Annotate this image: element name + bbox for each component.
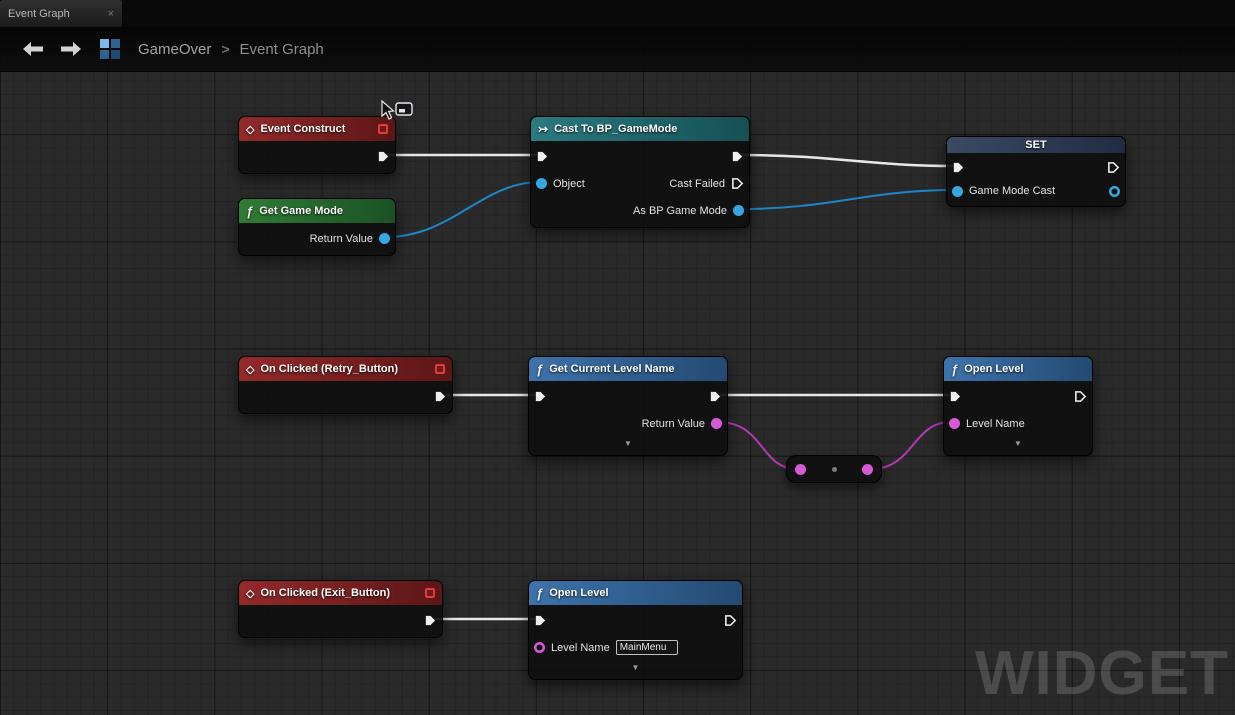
breadcrumb-current: Event Graph: [239, 40, 324, 58]
level-name-pin[interactable]: [949, 418, 960, 429]
node-title: Open Level: [964, 363, 1024, 375]
node-title: On Clicked (Exit_Button): [260, 587, 391, 599]
as-bp-game-mode-pin[interactable]: [733, 205, 744, 216]
node-get-current-level-name[interactable]: ƒ Get Current Level Name Return Value ▼: [528, 356, 728, 456]
exec-out-pin[interactable]: [1074, 390, 1087, 403]
level-name-input[interactable]: [615, 640, 678, 655]
node-cast-to-bp-gamemode[interactable]: ↣ Cast To BP_GameMode Object Cast Failed…: [530, 116, 750, 228]
node-open-level-exit[interactable]: ƒ Open Level Level Name ▼: [528, 580, 743, 680]
object-pin[interactable]: [536, 178, 547, 189]
return-value-label: Return Value: [641, 417, 705, 430]
cast-failed-label: Cast Failed: [669, 177, 725, 190]
exec-out-pin[interactable]: [434, 390, 447, 403]
back-button[interactable]: [14, 41, 52, 57]
collapse-arrow-icon[interactable]: ▼: [631, 663, 640, 672]
delegate-pin[interactable]: [435, 364, 445, 374]
return-value-pin[interactable]: [379, 233, 390, 244]
return-value-pin[interactable]: [711, 418, 722, 429]
node-set-game-mode-cast[interactable]: SET Game Mode Cast: [946, 136, 1126, 207]
forward-button[interactable]: [52, 41, 90, 57]
node-get-game-mode[interactable]: ƒ Get Game Mode Return Value: [238, 198, 396, 256]
cast-icon: ↣: [538, 122, 549, 136]
game-mode-cast-in-pin[interactable]: [952, 185, 963, 197]
breadcrumb-separator-icon: >: [221, 41, 230, 57]
node-header: ƒ Open Level: [944, 357, 1092, 381]
exec-out-pin[interactable]: [377, 150, 390, 163]
reroute-dot-icon: [831, 466, 837, 472]
tab-title: Event Graph: [8, 7, 70, 20]
delegate-pin[interactable]: [425, 588, 435, 598]
node-on-clicked-exit[interactable]: ◇ On Clicked (Exit_Button): [238, 580, 443, 638]
node-header: SET: [947, 137, 1125, 153]
node-title: On Clicked (Retry_Button): [260, 363, 398, 375]
reroute-out-pin[interactable]: [862, 463, 873, 475]
node-title: SET: [1025, 139, 1047, 151]
node-title: Open Level: [549, 587, 609, 599]
tab-event-graph[interactable]: Event Graph ×: [0, 0, 123, 27]
event-icon: ◇: [246, 587, 255, 600]
node-header: ◇ On Clicked (Exit_Button): [239, 581, 442, 605]
tab-close-icon[interactable]: ×: [107, 7, 114, 20]
game-mode-cast-label: Game Mode Cast: [969, 185, 1056, 197]
object-label: Object: [553, 177, 585, 190]
event-icon: ◇: [246, 363, 255, 376]
exec-in-pin[interactable]: [949, 390, 962, 403]
exec-in-pin[interactable]: [952, 161, 965, 174]
node-header: ◇ On Clicked (Retry_Button): [239, 357, 452, 381]
graph-toolbar: GameOver > Event Graph: [0, 27, 1235, 72]
exec-in-pin[interactable]: [536, 150, 549, 163]
breadcrumb-root[interactable]: GameOver: [138, 40, 212, 58]
function-icon: ƒ: [536, 585, 544, 601]
node-open-level-retry[interactable]: ƒ Open Level Level Name ▼: [943, 356, 1093, 456]
node-title: Get Current Level Name: [549, 363, 675, 375]
collapse-arrow-icon[interactable]: ▼: [1014, 439, 1022, 448]
level-name-label: Level Name: [551, 641, 610, 654]
reroute-node[interactable]: [786, 455, 882, 483]
exec-out-pin[interactable]: [731, 150, 744, 163]
game-mode-cast-out-pin[interactable]: [1109, 186, 1120, 197]
exec-out-pin[interactable]: [724, 614, 737, 627]
function-icon: ƒ: [951, 361, 959, 377]
reroute-in-pin[interactable]: [795, 463, 806, 475]
function-icon: ƒ: [536, 361, 544, 377]
widget-blueprint-icon: [100, 39, 120, 59]
node-header: ◇ Event Construct: [239, 117, 395, 141]
delegate-pin[interactable]: [378, 124, 388, 134]
node-title: Cast To BP_GameMode: [554, 123, 678, 135]
node-title: Event Construct: [260, 123, 346, 135]
node-title: Get Game Mode: [259, 205, 343, 217]
exec-in-pin[interactable]: [534, 390, 547, 403]
exec-out-pin[interactable]: [709, 390, 722, 403]
function-icon: ƒ: [246, 203, 254, 219]
node-event-construct[interactable]: ◇ Event Construct: [238, 116, 396, 174]
exec-out-pin[interactable]: [424, 614, 437, 627]
return-value-label: Return Value: [309, 232, 373, 245]
node-header: ƒ Get Game Mode: [239, 199, 395, 223]
event-icon: ◇: [246, 123, 255, 136]
level-name-label: Level Name: [966, 417, 1025, 430]
cast-failed-pin[interactable]: [731, 177, 744, 190]
tab-strip: Event Graph ×: [0, 0, 1235, 27]
collapse-arrow-icon[interactable]: ▼: [624, 439, 632, 448]
exec-out-pin[interactable]: [1107, 161, 1120, 174]
node-header: ƒ Open Level: [529, 581, 742, 605]
node-on-clicked-retry[interactable]: ◇ On Clicked (Retry_Button): [238, 356, 453, 414]
as-bp-game-mode-label: As BP Game Mode: [633, 204, 727, 217]
cursor-icon: [379, 99, 415, 132]
exec-in-pin[interactable]: [534, 614, 547, 627]
node-header: ↣ Cast To BP_GameMode: [531, 117, 749, 141]
widget-watermark: WIDGET: [975, 639, 1229, 708]
level-name-pin[interactable]: [534, 642, 545, 653]
node-header: ƒ Get Current Level Name: [529, 357, 727, 381]
